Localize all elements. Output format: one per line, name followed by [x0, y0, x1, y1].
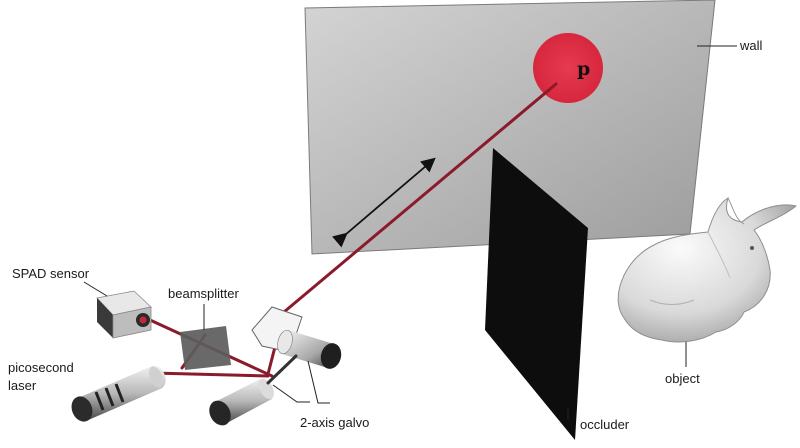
point-label: p	[577, 58, 590, 80]
galvo-motor-lower	[209, 354, 298, 426]
wall-label: wall	[739, 38, 763, 53]
galvo-label: 2-axis galvo	[300, 415, 369, 430]
beamsplitter-plate	[180, 326, 231, 370]
object-label: object	[665, 371, 700, 386]
laser-label-line1: picosecond	[8, 360, 74, 375]
occluder-panel	[485, 148, 588, 440]
occluder-label: occluder	[580, 417, 630, 432]
illuminated-spot	[533, 33, 603, 103]
galvo-motor-upper	[277, 329, 342, 369]
beamsplitter-label: beamsplitter	[168, 286, 239, 301]
spad-sensor	[96, 290, 152, 339]
laser-label-line2: laser	[8, 378, 37, 393]
label-leader-lines	[83, 45, 737, 420]
spad-sensor-label: SPAD sensor	[12, 266, 90, 281]
light-path-arrow	[332, 157, 436, 248]
bunny-object	[617, 196, 798, 343]
picosecond-laser	[71, 365, 166, 422]
